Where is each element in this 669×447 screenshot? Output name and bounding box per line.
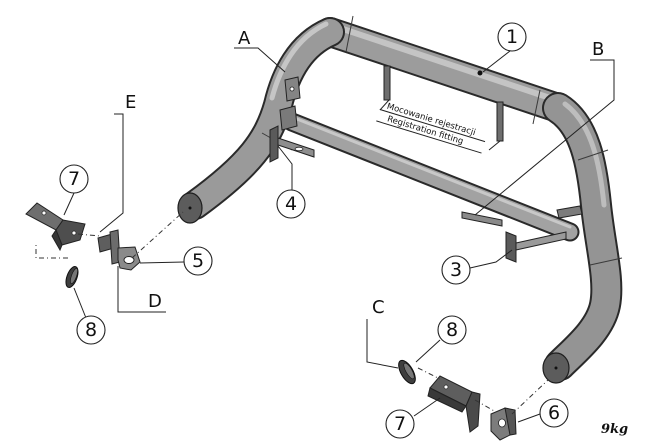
callout-7-left: 7 xyxy=(59,164,89,216)
detail-letter-d-text: D xyxy=(148,291,162,312)
detail-letter-c: C xyxy=(366,297,399,369)
detail-letter-e: E xyxy=(99,92,136,233)
callout-6: 6 xyxy=(517,398,569,428)
callout-4-text: 4 xyxy=(285,193,297,215)
callout-6-text: 6 xyxy=(548,402,560,424)
callout-5: 5 xyxy=(139,246,213,276)
callout-8-right-text: 8 xyxy=(446,319,458,341)
callout-7-left-text: 7 xyxy=(68,168,80,190)
callout-1-text: 1 xyxy=(506,26,518,48)
callout-8-left: 8 xyxy=(73,287,106,345)
detail-letter-a: A xyxy=(234,28,286,73)
right-hardware-group xyxy=(398,359,549,441)
callout-5-text: 5 xyxy=(192,250,204,272)
callout-1: 1 xyxy=(482,22,527,73)
registration-fitting-note: Mocowanie rejestracji Registration fitti… xyxy=(376,99,501,154)
callout-7-right: 7 xyxy=(385,397,441,439)
detail-letter-b: B xyxy=(474,39,615,216)
left-hardware-group xyxy=(25,202,184,288)
callout-4: 4 xyxy=(276,145,306,219)
callout-3-text: 3 xyxy=(450,259,462,281)
callout-8-right: 8 xyxy=(415,315,467,363)
callout-8-left-text: 8 xyxy=(85,319,97,341)
detail-letter-c-text: C xyxy=(372,297,385,318)
callout-7-right-text: 7 xyxy=(394,413,406,435)
detail-letter-a-text: A xyxy=(238,28,251,49)
bull-bar-frame xyxy=(177,15,623,384)
detail-letter-d: D xyxy=(117,266,166,313)
weight-label: 9kg xyxy=(601,422,628,437)
part-4-bracket xyxy=(269,76,315,163)
part-3-bracket xyxy=(461,205,583,263)
detail-letter-e-text: E xyxy=(125,92,136,113)
detail-letter-b-text: B xyxy=(592,39,604,60)
registration-fitting-brackets xyxy=(383,65,504,142)
callout-3: 3 xyxy=(441,249,513,285)
